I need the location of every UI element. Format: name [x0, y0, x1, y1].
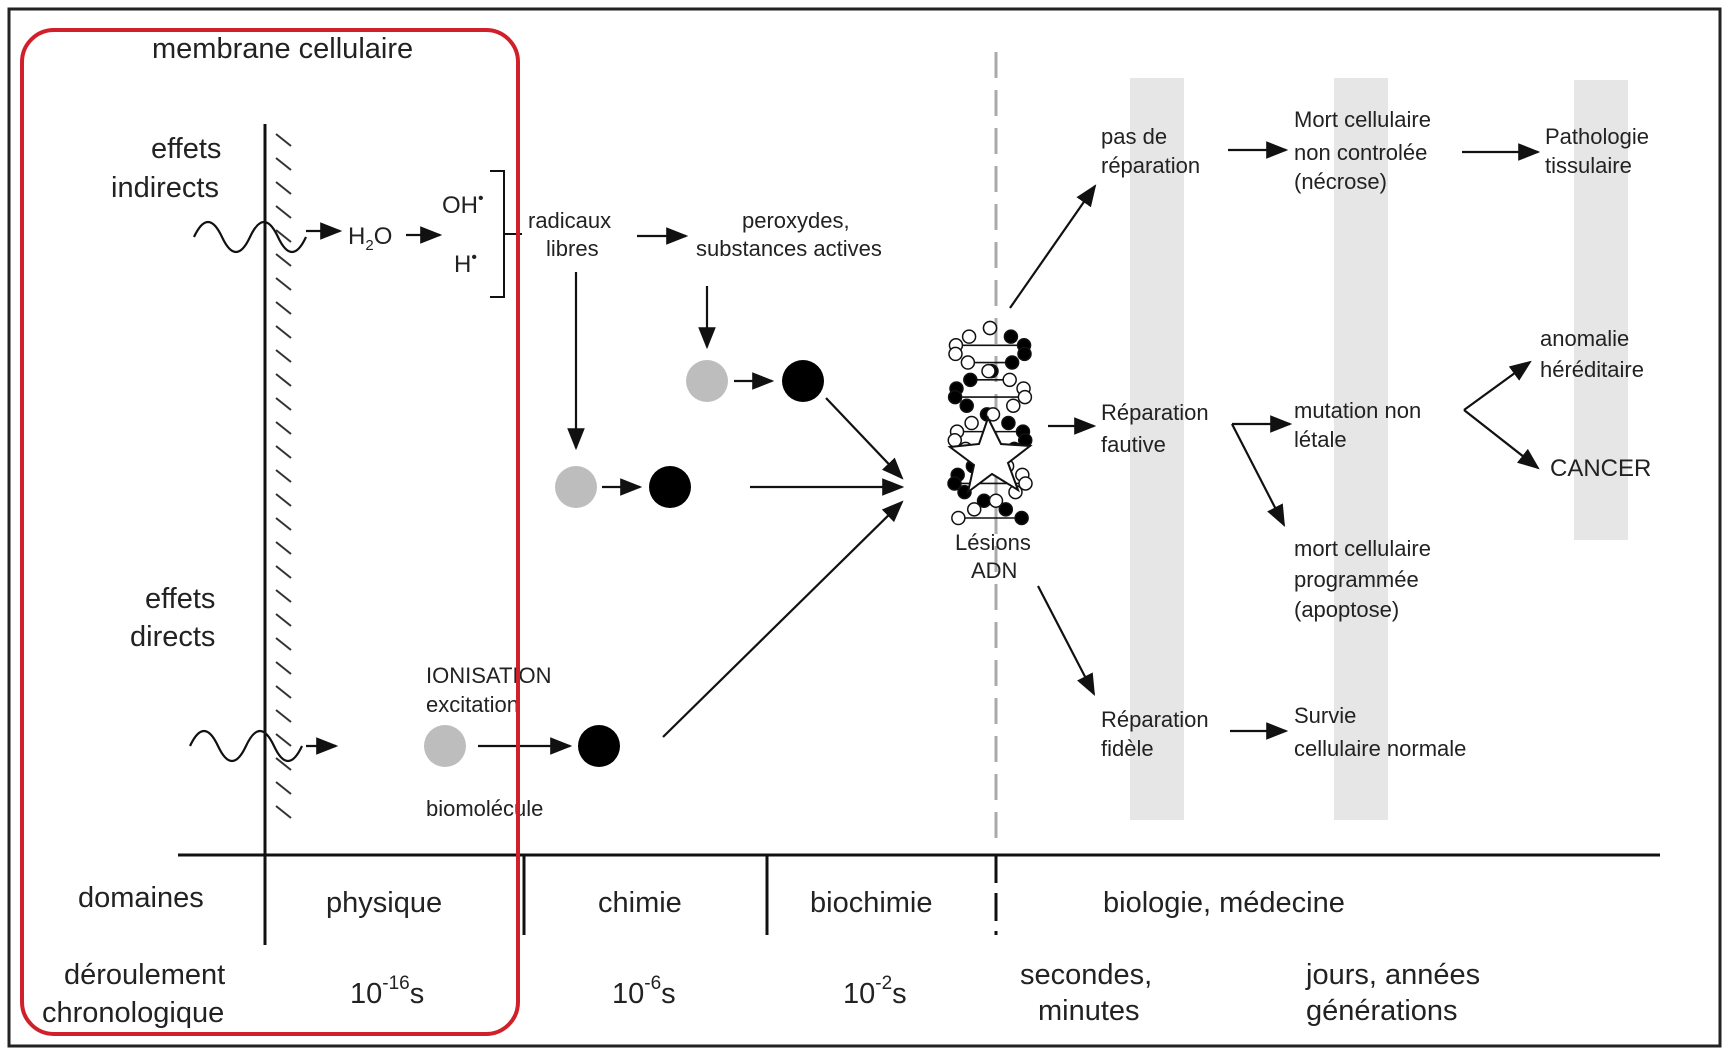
- tissue-pathology-label-2: tissulaire: [1545, 153, 1632, 178]
- no-repair-label-2: réparation: [1101, 153, 1200, 178]
- mutation-label-1: mutation non: [1294, 398, 1421, 423]
- faithful-repair-label-1: Réparation: [1101, 707, 1209, 732]
- faithful-repair-label-2: fidèle: [1101, 736, 1154, 761]
- hereditary-label-2: héréditaire: [1540, 357, 1644, 382]
- radiation-wave-direct: [189, 729, 303, 763]
- time-seconds-1: secondes,: [1020, 959, 1152, 991]
- apoptosis-label-1: mort cellulaire: [1294, 536, 1431, 561]
- time-days-1: jours, années: [1305, 959, 1480, 991]
- indirect-effects-label-1: effets: [151, 133, 221, 165]
- membrane-label: membrane cellulaire: [152, 33, 413, 65]
- molecule-black-upper: [782, 360, 824, 402]
- free-radicals-label-2: libres: [546, 236, 599, 261]
- lesion-star-icon: [947, 415, 1033, 495]
- molecule-grey-upper: [686, 360, 728, 402]
- hydrogen-radical: H•: [454, 249, 477, 278]
- faulty-repair-label-2: fautive: [1101, 432, 1166, 457]
- free-radicals-label-1: radicaux: [528, 208, 611, 233]
- outer-frame: [7, 7, 1722, 1048]
- direct-effects-label-2: directs: [130, 621, 215, 653]
- apoptosis-label-3: (apoptose): [1294, 597, 1399, 622]
- band-2: [1334, 78, 1388, 820]
- mutation-label-2: létale: [1294, 427, 1347, 452]
- time-biochimie: 10-2s: [843, 973, 907, 1010]
- peroxides-label-2: substances actives: [696, 236, 882, 261]
- indirect-effects-label-2: indirects: [111, 172, 219, 204]
- excitation-label: excitation: [426, 692, 519, 717]
- time-physique: 10-16s: [350, 973, 424, 1010]
- no-repair-label-1: pas de: [1101, 124, 1167, 149]
- cancer-label: CANCER: [1550, 455, 1651, 482]
- time-chimie: 10-6s: [612, 973, 676, 1010]
- physique-highlight-box: [20, 28, 520, 1036]
- molecule-black-middle: [649, 466, 691, 508]
- ionisation-label: IONISATION: [426, 663, 552, 688]
- band-1: [1130, 78, 1184, 820]
- hereditary-label-1: anomalie: [1540, 326, 1629, 351]
- domain-biologie-medecine: biologie, médecine: [1103, 887, 1345, 919]
- faulty-repair-label-1: Réparation: [1101, 400, 1209, 425]
- survival-label-2: cellulaire normale: [1294, 736, 1466, 761]
- time-seconds-2: minutes: [1038, 995, 1140, 1027]
- domains-row-label: domaines: [78, 882, 204, 914]
- chronology-row-label-2: chronologique: [42, 997, 224, 1029]
- necrosis-label-3: (nécrose): [1294, 169, 1387, 194]
- water-formula: H2O: [348, 223, 392, 254]
- domain-chimie: chimie: [598, 887, 682, 919]
- necrosis-label-2: non controlée: [1294, 140, 1427, 165]
- molecule-grey-lower: [424, 725, 466, 767]
- dna-lesions-label-2: ADN: [971, 558, 1017, 583]
- biomolecule-label: biomolécule: [426, 796, 543, 821]
- domain-biochimie: biochimie: [810, 887, 933, 919]
- molecule-grey-middle: [555, 466, 597, 508]
- radical-bracket: [490, 170, 505, 298]
- apoptosis-label-2: programmée: [1294, 567, 1419, 592]
- peroxides-label-1: peroxydes,: [742, 208, 850, 233]
- chronology-row-label-1: déroulement: [64, 959, 225, 991]
- tissue-pathology-label-1: Pathologie: [1545, 124, 1649, 149]
- radiation-wave-indirect: [193, 220, 307, 254]
- domain-physique: physique: [326, 887, 442, 919]
- membrane-hatching: [275, 133, 292, 819]
- dna-lesions-label-1: Lésions: [955, 530, 1031, 555]
- survival-label-1: Survie: [1294, 703, 1356, 728]
- necrosis-label-1: Mort cellulaire: [1294, 107, 1431, 132]
- time-days-2: générations: [1306, 995, 1458, 1027]
- hydroxyl-radical: OH•: [442, 190, 484, 219]
- band-3: [1574, 80, 1628, 540]
- direct-effects-label-1: effets: [145, 583, 215, 615]
- molecule-black-lower: [578, 725, 620, 767]
